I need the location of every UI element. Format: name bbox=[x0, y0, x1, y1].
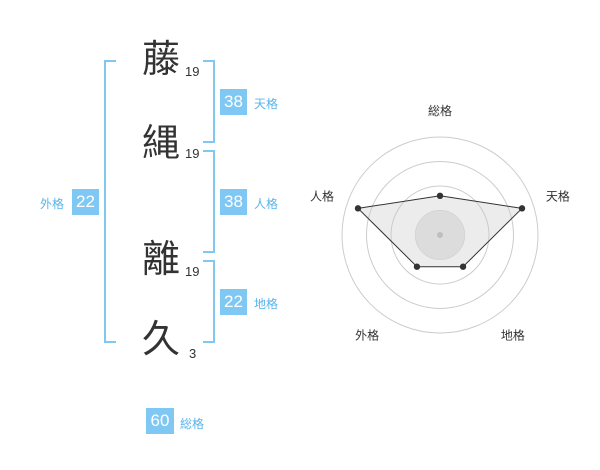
radar-ring bbox=[366, 161, 514, 309]
name-char-4: 久 bbox=[142, 317, 181, 361]
chikaku-bracket bbox=[203, 260, 215, 343]
radar-point bbox=[459, 263, 467, 270]
name-char-3-strokes: 19 bbox=[185, 264, 200, 279]
radar-axis-label: 地格 bbox=[501, 327, 525, 342]
radar-axis-label: 外格 bbox=[355, 327, 379, 342]
name-char-1: 藤 bbox=[142, 37, 181, 81]
radar-point bbox=[518, 205, 526, 212]
soukaku-label: 総格 bbox=[180, 417, 205, 431]
gaikaku-label: 外格 bbox=[40, 197, 65, 211]
chikaku-value: 22 bbox=[220, 289, 247, 315]
name-char-3: 離 bbox=[142, 237, 181, 281]
radar-axis-label: 総格 bbox=[428, 103, 452, 118]
jinkaku-value: 38 bbox=[220, 189, 247, 215]
jinkaku-bracket bbox=[203, 150, 215, 253]
tenkaku-label: 天格 bbox=[254, 97, 279, 111]
tenkaku-value: 38 bbox=[220, 89, 247, 115]
radar-center-dot bbox=[437, 232, 443, 238]
chikaku-label: 地格 bbox=[254, 297, 279, 311]
radar-axis-label: 人格 bbox=[310, 189, 334, 204]
radar-point bbox=[413, 263, 421, 270]
name-char-1-strokes: 19 bbox=[185, 64, 200, 79]
soukaku-value: 60 bbox=[146, 408, 174, 434]
radar-ring bbox=[390, 185, 490, 285]
name-char-2-strokes: 19 bbox=[185, 146, 200, 161]
gaikaku-bracket bbox=[104, 60, 116, 343]
jinkaku-label: 人格 bbox=[254, 197, 279, 211]
name-char-2: 縄 bbox=[142, 121, 181, 165]
radar-point bbox=[436, 192, 444, 199]
radar-axis-label: 天格 bbox=[546, 189, 570, 204]
gaikaku-value: 22 bbox=[72, 189, 99, 215]
name-char-4-strokes: 3 bbox=[189, 346, 197, 361]
radar-point bbox=[354, 205, 362, 212]
tenkaku-bracket bbox=[203, 60, 215, 143]
radar-ring bbox=[341, 136, 539, 334]
radar-series-polygon bbox=[356, 195, 524, 268]
